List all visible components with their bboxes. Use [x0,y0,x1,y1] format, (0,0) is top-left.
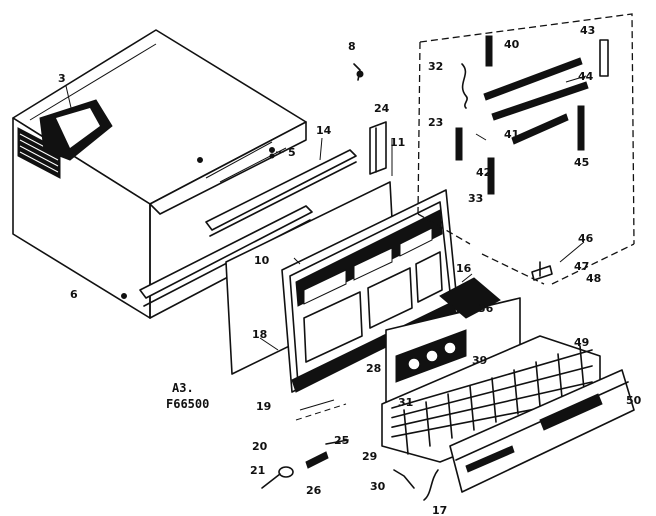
part-screw-21 [261,473,281,489]
callout-18: 18 [252,328,267,341]
callout-19: 19 [256,400,271,413]
knob-icon [407,357,421,371]
part-rod [485,35,493,67]
front-frame [281,189,459,393]
callout-48: 48 [586,272,601,285]
part-rod-45 [577,105,585,151]
callout-17: 17 [432,504,447,516]
part-bracket-47 [531,265,553,281]
cabinet-case [12,29,313,319]
part-strip-41 [511,113,569,145]
callout-29: 29 [362,450,377,463]
callout-20: 20 [252,440,268,453]
part-rail-14 [205,137,357,237]
callout-30: 30 [370,480,386,493]
callout-labels: 3658142411101819324043442341454233464716… [58,24,642,516]
model-line-1: A3. [172,381,194,395]
callout-23: 23 [428,116,443,129]
grille-bar [579,345,585,391]
callout-33: 33 [468,192,483,205]
callout-10: 10 [254,254,270,267]
screw-icon [269,153,275,159]
model-line-2: F66500 [166,397,209,411]
part-bushing-20 [278,466,294,478]
callout-16: 16 [456,262,472,275]
callout-21: 21 [250,464,265,477]
callout-14: 14 [316,124,332,137]
leader-lines [65,75,587,421]
callout-45: 45 [574,156,589,169]
callout-47: 47 [574,260,589,273]
callout-44: 44 [578,70,594,83]
grille-bar [391,365,593,419]
small-parts [261,63,439,501]
callout-36: 36 [478,302,494,315]
screw-icon [356,70,364,78]
grille-bar [557,353,563,399]
callout-42: 42 [476,166,491,179]
knob-icon [443,341,457,355]
screw-icon [121,293,127,299]
hardware-kit-group [417,13,635,285]
part-strip-44 [491,81,589,121]
screw-icon [269,147,275,153]
callout-26: 26 [306,484,322,497]
callout-28: 28 [366,362,381,375]
part-cable-30 [393,469,415,489]
callout-41: 41 [504,128,519,141]
callout-50: 50 [626,394,642,407]
grille-bar [513,369,519,415]
callout-49: 49 [574,336,589,349]
part-clip-43 [599,39,609,77]
part-rod-23 [455,127,463,161]
part-spring-32 [461,63,468,109]
part-wire-25 [325,439,349,445]
callout-5: 5 [288,146,296,159]
part-front-cover-50 [449,369,635,493]
part-bracket-24 [369,121,393,176]
grille-bar [535,361,541,407]
grille-bar [391,381,593,429]
part-strap-17 [423,469,439,501]
callout-46: 46 [578,232,594,245]
grille-bar [491,377,497,423]
callout-6: 6 [70,288,78,301]
grille-bar [469,385,475,431]
part-rod-33 [487,157,495,195]
callout-11: 11 [390,136,405,149]
callout-25: 25 [334,434,349,447]
control-knob-plate [395,329,467,383]
callout-32: 32 [428,60,443,73]
screw-icon [197,157,203,163]
callout-8: 8 [348,40,356,53]
callout-39: 39 [472,354,487,367]
grille-bar [447,393,453,439]
part-clip-26 [305,451,329,469]
grille-bar [425,401,431,447]
knob-icon [425,349,439,363]
callout-31: 31 [398,396,413,409]
part-strip-40 [483,57,583,101]
callout-24: 24 [374,102,390,115]
callout-3: 3 [58,72,66,85]
callout-40: 40 [504,38,520,51]
grille-bar [403,409,409,455]
callout-43: 43 [580,24,595,37]
